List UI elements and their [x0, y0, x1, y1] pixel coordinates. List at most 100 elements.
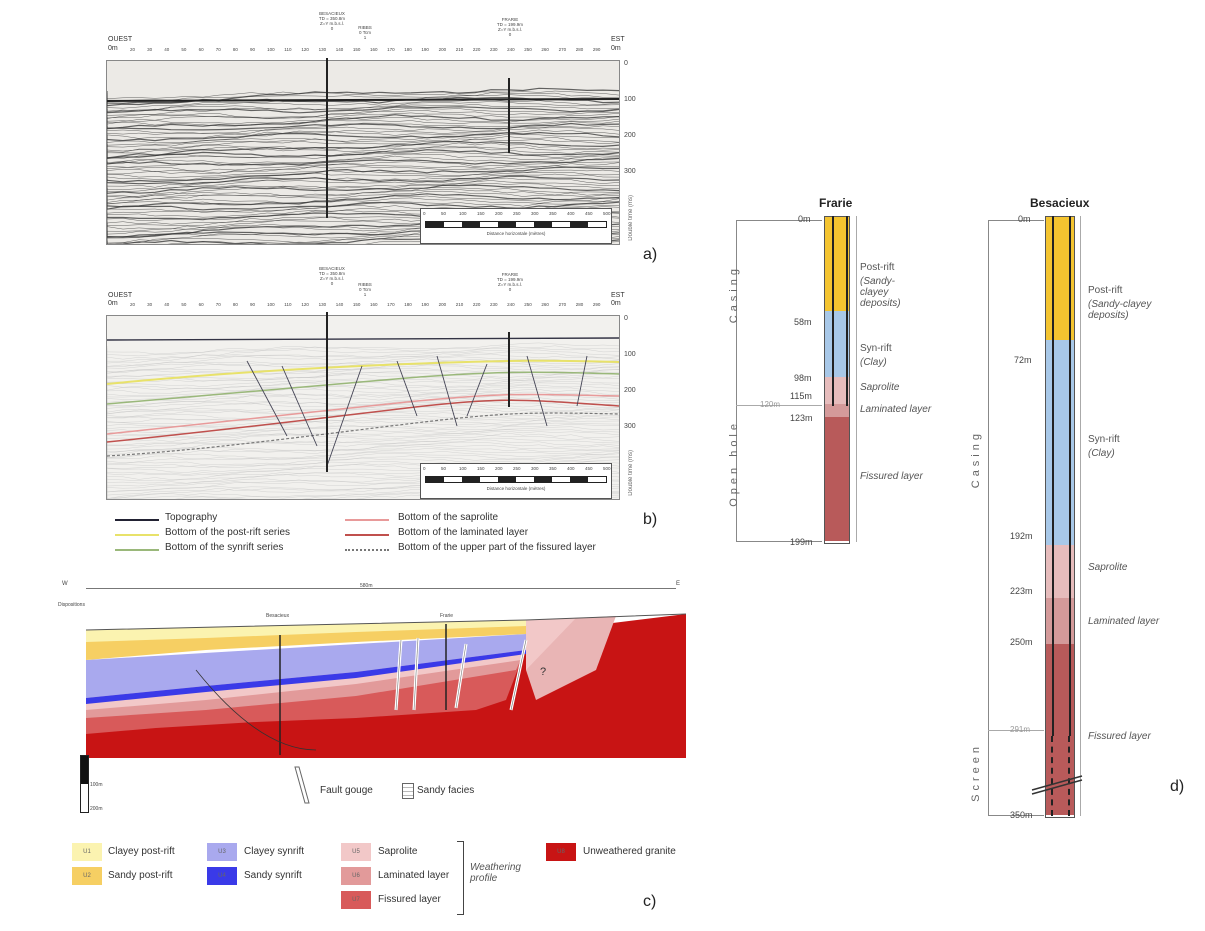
scale-caption-b: Distance horizontale (mètres) — [486, 486, 546, 491]
legend-synrift: Bottom of the synrift series — [165, 542, 284, 553]
legend-box-u8: U8 — [546, 843, 576, 861]
fault-line — [396, 360, 418, 417]
panel-letter-a: a) — [643, 246, 658, 263]
scale-tick: 450 — [585, 211, 593, 216]
besacieux-depth-axis — [988, 220, 989, 816]
frarie-top-tick — [736, 220, 822, 221]
section-length-arrow — [86, 588, 676, 589]
log-segment-fissured — [825, 417, 849, 541]
frarie-syn-rift-desc: (Clay) — [860, 357, 887, 368]
distance-tick: 50 — [181, 47, 187, 52]
distance-tick: 180 — [404, 302, 412, 307]
frarie-syn-rift: Syn-rift — [860, 343, 892, 354]
frarie-depth-axis — [736, 220, 737, 542]
well-label-frarie-c: Frarie — [440, 613, 454, 619]
distance-tick: 60 — [198, 47, 204, 52]
scale-tick: 0 — [423, 466, 426, 471]
west-label-b: OUEST — [108, 292, 133, 299]
distance-tick: 160 — [370, 302, 378, 307]
frarie-open-hole-label: Open hole — [728, 420, 740, 507]
section-east: E — [676, 581, 681, 587]
scale-tick: 450 — [585, 466, 593, 471]
fault-gouge-edge — [395, 639, 402, 711]
frarie-depth-115: 115m — [790, 391, 812, 401]
legend-label-u2: Sandy post-rift — [108, 870, 173, 881]
frarie-right-guide — [856, 216, 857, 542]
scale-tick: 500 — [603, 466, 611, 471]
topography-line — [85, 613, 686, 631]
besacieux-well-line-a — [326, 58, 328, 218]
legend-box-u2: U2 — [72, 867, 102, 885]
distance-tick: 160 — [370, 47, 378, 52]
besacieux-casing-label: Casing — [970, 430, 982, 489]
besacieux-bottom-tick — [988, 815, 1044, 816]
fault-line — [466, 363, 488, 417]
distance-tick: 260 — [541, 47, 549, 52]
distance-tick: 200 — [438, 302, 447, 307]
scale-tick: 250 — [513, 211, 521, 216]
distance-tick: 110 — [284, 47, 292, 52]
scale-tick: 50 — [441, 211, 447, 216]
frarie-water-tick — [736, 405, 822, 406]
unit-sandy-east — [526, 616, 616, 700]
legend-line-synrift — [115, 549, 159, 551]
panel-letter-c: c) — [643, 893, 657, 910]
distance-tick: 190 — [421, 302, 429, 307]
well-label-dispositions: Dispositions — [58, 602, 85, 608]
fault-line-c — [195, 669, 317, 751]
legend-line-saprolite — [345, 519, 389, 521]
east-label-b: EST — [611, 292, 625, 299]
legend-box-u4: U4 — [207, 867, 237, 885]
twt-label-b: Double time (ms) — [628, 450, 634, 496]
distance-tick: 230 — [490, 302, 498, 307]
frarie-laminated: Laminated layer — [860, 404, 932, 415]
sandy-facies-label: Sandy facies — [417, 785, 475, 796]
frarie-fissured: Fissured layer — [860, 471, 923, 482]
distance-tick: 130 — [318, 47, 327, 52]
twt-tick: 100 — [624, 351, 636, 358]
well-frarie-a: FRARIE TD = 199.9m Z=Y m.b.s.l. 0 — [496, 17, 524, 37]
fault-gouge-edge — [455, 643, 467, 709]
horizon-line — [107, 393, 619, 435]
distance-tick: 70 — [215, 47, 221, 52]
frarie-depth-123: 123m — [790, 413, 813, 423]
distance-tick: 120 — [301, 47, 309, 52]
legend-fissured: Bottom of the upper part of the fissured… — [398, 542, 596, 553]
distance-tick: 150 — [352, 47, 361, 52]
besacieux-laminated: Laminated layer — [1088, 616, 1160, 627]
well-besacieux-b: BESACIEUX TD = 350.8m Z=Y m.b.s.l. 0 — [318, 266, 346, 286]
distance-tick: 80 — [232, 302, 238, 307]
distance-tick: 290 — [592, 47, 601, 52]
frarie-casing-label: Casing — [728, 265, 740, 324]
legend-label-u4: Sandy synrift — [244, 870, 302, 881]
legend-post-rift: Bottom of the post-rift series — [165, 527, 291, 538]
distance-tick: 230 — [490, 47, 498, 52]
scale-tick: 100 — [459, 466, 467, 471]
besacieux-depth-72: 72m — [1014, 355, 1032, 365]
fault-line — [576, 355, 588, 407]
frarie-well-line-a — [508, 78, 510, 153]
scale-tick: 200 — [495, 211, 503, 216]
frarie-water-level: 120m — [760, 400, 781, 409]
distance-tick: 280 — [575, 47, 584, 52]
fault-line — [326, 365, 363, 467]
distance-tick: 280 — [575, 302, 584, 307]
besacieux-depth-350: 350m — [1010, 810, 1033, 820]
twt-tick: 0 — [624, 315, 628, 322]
distance-tick: 90 — [250, 47, 256, 52]
distance-tick: 100 — [267, 47, 275, 52]
unit-clayey-postrift — [86, 620, 526, 642]
distance-tick: 270 — [558, 47, 567, 52]
legend-line-topography — [115, 519, 159, 521]
horizon-line — [107, 412, 619, 457]
distance-tick: 210 — [455, 302, 464, 307]
legend-label-u7: Fissured layer — [378, 894, 441, 905]
distance-tick: 210 — [455, 47, 464, 52]
besacieux-top-tick — [988, 220, 1044, 221]
legend-box-u6: U6 — [341, 867, 371, 885]
distance-tick: 250 — [524, 47, 532, 52]
legend-laminated: Bottom of the laminated layer — [398, 527, 529, 538]
besacieux-well-line-b — [326, 312, 328, 472]
